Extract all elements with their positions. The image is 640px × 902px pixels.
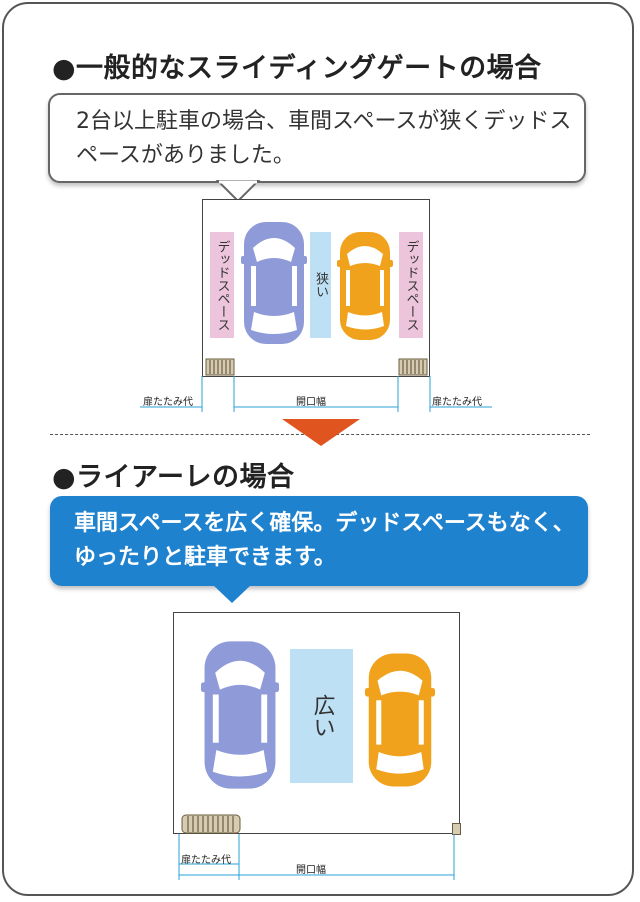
yellow-car-icon-2	[365, 653, 435, 787]
dim-fold-liaare: 扉たたみ代	[181, 855, 231, 866]
liaare-bubble-text: 車間スペースを広く確保。デッドスペースもなく、ゆったりと駐車できます。	[74, 511, 575, 570]
wide-gap-label: 広い	[309, 694, 335, 738]
dim-fold-right: 扉たたみ代	[432, 397, 482, 408]
liaare-heading: ●ライアーレの場合	[52, 462, 295, 493]
blue-car-icon	[241, 222, 307, 344]
blue-car-icon-2	[201, 641, 279, 789]
gate-end-post	[452, 823, 461, 835]
dead-space-left-label: デッドスペース	[214, 239, 230, 331]
folded-gate-left-icon	[205, 358, 235, 376]
folded-accordion-gate-icon	[181, 814, 241, 834]
bubble-tail-blue-icon	[212, 584, 252, 603]
narrow-gap-label: 狭い	[313, 272, 328, 298]
dim-opening-liaare: 開口幅	[296, 865, 326, 876]
conventional-heading: ●一般的なスライディングゲートの場合	[52, 53, 542, 84]
narrow-gap: 狭い	[310, 232, 331, 338]
liaare-parking-lot: 広い	[173, 612, 461, 835]
dim-opening: 開口幅	[296, 397, 326, 408]
bubble-tail-icon	[215, 180, 261, 203]
dead-space-right: デッドスペース	[399, 232, 423, 338]
conventional-speech-bubble: 2台以上駐車の場合、車間スペースが狭くデッドスペースがありました。	[48, 93, 586, 203]
conventional-bubble-text: 2台以上駐車の場合、車間スペースが狭くデッドスペースがありました。	[76, 109, 572, 168]
folded-gate-right-icon	[398, 358, 428, 376]
wide-gap: 広い	[290, 649, 353, 783]
dead-space-left: デッドスペース	[210, 232, 234, 338]
liaare-speech-bubble: 車間スペースを広く確保。デッドスペースもなく、ゆったりと駐車できます。	[50, 496, 588, 603]
down-arrow-icon	[282, 419, 360, 446]
dim-fold-left: 扉たたみ代	[143, 397, 193, 408]
conventional-parking-lot: デッドスペース 狭い デッドスペース	[202, 199, 430, 377]
dead-space-right-label: デッドスペース	[403, 239, 419, 331]
yellow-car-icon	[337, 232, 393, 340]
